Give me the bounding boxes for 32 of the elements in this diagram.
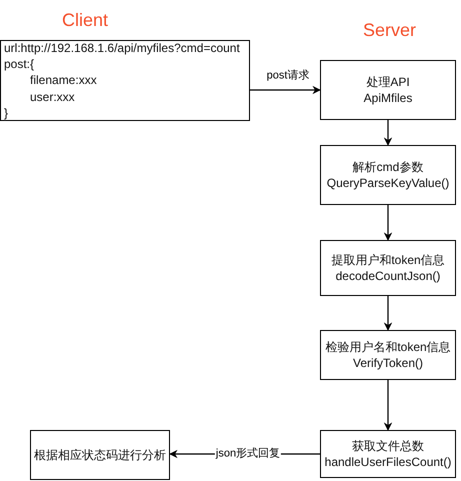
- arrow: [384, 120, 392, 146]
- box-text: VerifyToken(): [352, 355, 424, 372]
- box-text: QueryParseKeyValue(): [326, 175, 450, 192]
- box-text: 检验用户名和token信息: [325, 338, 451, 355]
- code-line: filename:xxx: [29, 72, 97, 89]
- box-text: decodeCountJson(): [336, 268, 440, 284]
- box-text: 解析cmd参数: [352, 158, 424, 175]
- section-heading: Client: [62, 10, 108, 31]
- edge-label: json形式回复: [214, 447, 282, 461]
- box-text: 提取用户和token信息: [331, 252, 445, 268]
- arrow: [250, 86, 321, 94]
- box-text: 获取文件总数: [352, 438, 424, 454]
- arrow: [384, 380, 392, 431]
- code-line: post:{: [4, 56, 34, 72]
- process-box: [320, 240, 456, 296]
- process-box: [320, 430, 456, 478]
- box-text: ApiMfiles: [364, 90, 412, 106]
- box-text: 处理API: [366, 74, 410, 90]
- arrow: [384, 205, 392, 241]
- edge-label: post请求: [266, 69, 310, 83]
- process-box: [0, 40, 250, 121]
- process-box: [320, 330, 456, 380]
- code-line: url:http://192.168.1.6/api/myfiles?cmd=count: [4, 40, 240, 56]
- process-box: [320, 60, 456, 120]
- code-line: }: [4, 104, 8, 121]
- box-text: handleUserFilesCount(): [324, 454, 452, 470]
- section-heading: Server: [363, 20, 416, 41]
- process-box: [30, 430, 170, 480]
- box-text: 根据相应状态码进行分析: [34, 446, 166, 464]
- code-line: user:xxx: [29, 88, 75, 105]
- process-box: [320, 145, 456, 205]
- arrow: [384, 296, 392, 331]
